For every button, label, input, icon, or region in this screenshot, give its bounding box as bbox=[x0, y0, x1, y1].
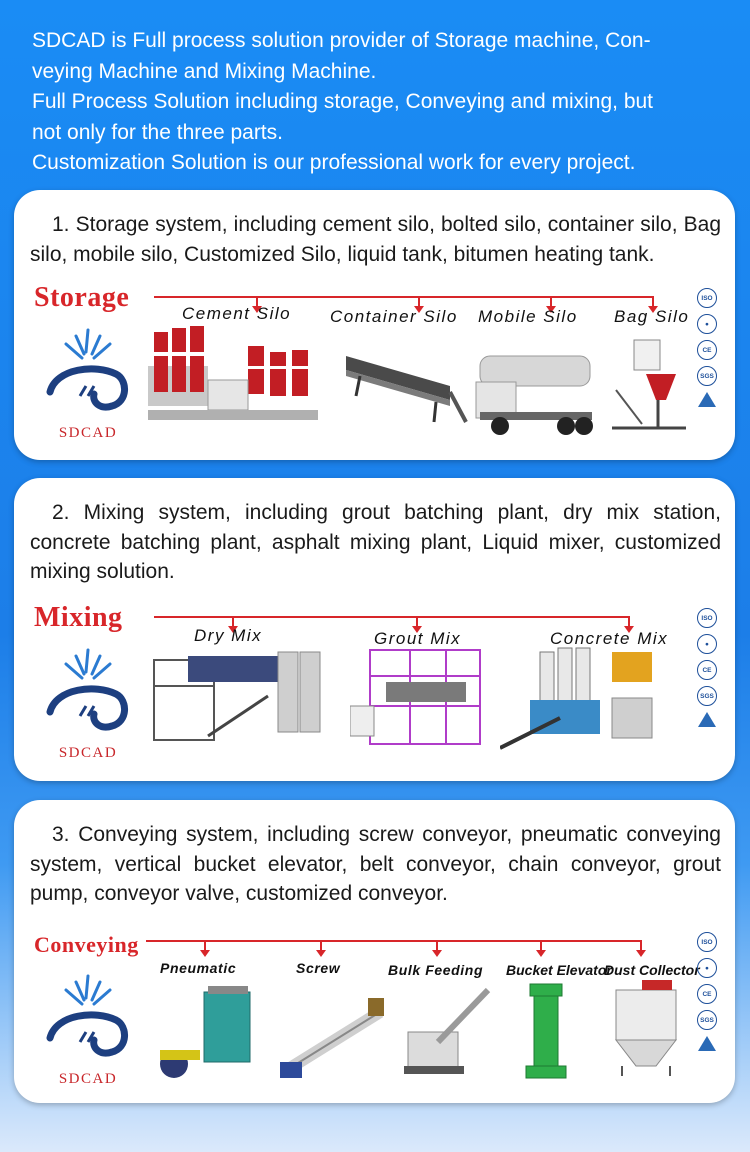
intro-line: not only for the three parts. bbox=[32, 120, 283, 144]
intro-line: Customization Solution is our profession… bbox=[32, 151, 636, 174]
arrow-icon bbox=[546, 297, 556, 313]
conveying-strip: Conveying Pneumatic Screw Bulk Feeding B… bbox=[30, 926, 721, 1102]
cert-badge-icon: ● bbox=[697, 314, 717, 334]
conveying-card: 3. Conveying system, including screw con… bbox=[14, 800, 735, 1103]
arrow-icon bbox=[414, 297, 424, 313]
item-dry-mix: Dry Mix bbox=[194, 626, 263, 645]
cert-column: ISO ● CE SGS bbox=[693, 608, 721, 733]
storage-card: 1. Storage system, including cement silo… bbox=[14, 190, 735, 460]
arrow-icon bbox=[624, 617, 634, 633]
ce-icon: CE bbox=[697, 340, 717, 360]
item-mobile-silo: Mobile Silo bbox=[478, 307, 578, 326]
cement-silo-image bbox=[148, 326, 318, 420]
logo-text: SDCAD bbox=[58, 1071, 118, 1087]
item-container-silo: Container Silo bbox=[330, 307, 458, 326]
triangle-cert-icon bbox=[698, 392, 716, 407]
container-silo-image bbox=[346, 356, 468, 423]
sgs-icon: SGS bbox=[697, 366, 717, 386]
whale-fountain-logo-icon bbox=[46, 974, 128, 1057]
pneumatic-image bbox=[160, 986, 251, 1078]
item-cement-silo: Cement Silo bbox=[182, 304, 292, 323]
conveying-arrow-line bbox=[146, 940, 642, 942]
logo-text: SDCAD bbox=[58, 425, 118, 441]
intro-line: SDCAD is Full process solution provider … bbox=[32, 29, 651, 52]
arrow-icon bbox=[636, 941, 646, 957]
mixing-card: 2. Mixing system, including grout batchi… bbox=[14, 478, 735, 781]
conveying-description: 3. Conveying system, including screw con… bbox=[30, 823, 721, 905]
sdcad-logo: SDCAD bbox=[36, 642, 140, 762]
sgs-icon: SGS bbox=[697, 686, 717, 706]
mixing-title: Mixing bbox=[34, 602, 123, 633]
grout-mix-image bbox=[350, 649, 481, 745]
intro-line: Full Process Solution including storage,… bbox=[32, 90, 654, 113]
conveying-title: Conveying bbox=[34, 932, 139, 957]
intro-line: veying Machine and Mixing Machine. bbox=[32, 59, 377, 83]
logo-text: SDCAD bbox=[58, 745, 118, 761]
item-concrete-mix: Concrete Mix bbox=[550, 629, 669, 648]
cert-badge-icon: ● bbox=[697, 958, 717, 978]
arrow-icon bbox=[200, 941, 210, 957]
whale-fountain-logo-icon bbox=[46, 648, 128, 731]
arrow-icon bbox=[228, 617, 238, 633]
intro-text: SDCAD is Full process solution provider … bbox=[32, 26, 732, 179]
storage-strip: Storage Cement Silo Container Silo Mobil… bbox=[30, 282, 721, 458]
concrete-mix-image bbox=[500, 647, 653, 750]
bulk-feeding-image bbox=[404, 987, 491, 1074]
arrow-icon bbox=[316, 941, 326, 957]
item-pneumatic: Pneumatic bbox=[160, 960, 237, 976]
mixing-strip: Mixing Dry Mix Grout Mix Concrete Mix SD… bbox=[30, 602, 721, 778]
cert-column: ISO ● CE SGS bbox=[693, 288, 721, 413]
arrow-icon bbox=[252, 297, 262, 313]
whale-fountain-logo-icon bbox=[46, 328, 128, 411]
cert-badge-icon: ● bbox=[697, 634, 717, 654]
iso-icon: ISO bbox=[697, 932, 717, 952]
bucket-elevator-image bbox=[525, 983, 567, 1079]
item-bag-silo: Bag Silo bbox=[614, 307, 690, 326]
item-grout-mix: Grout Mix bbox=[374, 629, 462, 648]
dust-collector-image bbox=[614, 980, 678, 1076]
arrow-icon bbox=[648, 297, 658, 313]
dry-mix-image bbox=[153, 651, 321, 741]
item-screw: Screw bbox=[296, 960, 341, 976]
ce-icon: CE bbox=[697, 984, 717, 1004]
mixing-arrow-line bbox=[154, 616, 630, 618]
arrow-icon bbox=[412, 617, 422, 633]
sdcad-logo: SDCAD bbox=[36, 968, 140, 1088]
storage-arrow-line bbox=[154, 296, 654, 298]
triangle-cert-icon bbox=[698, 1036, 716, 1051]
ce-icon: CE bbox=[697, 660, 717, 680]
iso-icon: ISO bbox=[697, 608, 717, 628]
item-bulk-feeding: Bulk Feeding bbox=[388, 962, 484, 978]
item-bucket-elevator: Bucket Elevator bbox=[506, 962, 612, 978]
sdcad-logo: SDCAD bbox=[36, 322, 140, 442]
mobile-silo-image bbox=[475, 355, 593, 435]
iso-icon: ISO bbox=[697, 288, 717, 308]
storage-description: 1. Storage system, including cement silo… bbox=[30, 213, 721, 266]
item-dust-collector: Dust Collector bbox=[604, 962, 700, 978]
mixing-description: 2. Mixing system, including grout batchi… bbox=[30, 501, 721, 583]
arrow-icon bbox=[432, 941, 442, 957]
arrow-icon bbox=[536, 941, 546, 957]
screw-conveyor-image bbox=[280, 998, 384, 1078]
triangle-cert-icon bbox=[698, 712, 716, 727]
storage-title: Storage bbox=[34, 282, 130, 313]
cert-column: ISO ● CE SGS bbox=[693, 932, 721, 1057]
sgs-icon: SGS bbox=[697, 1010, 717, 1030]
bag-silo-image bbox=[612, 339, 686, 430]
